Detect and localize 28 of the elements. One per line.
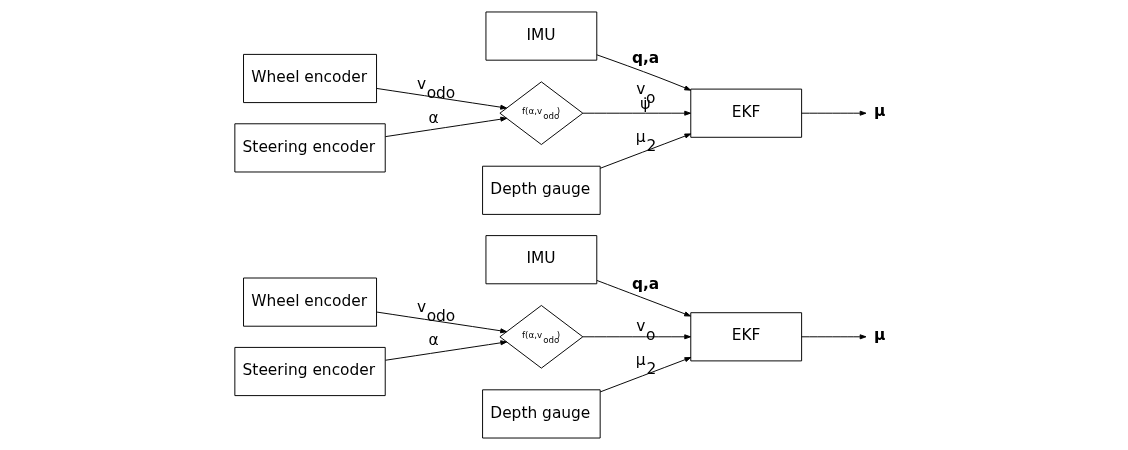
edge-label: q,a [631,48,659,67]
arrow [384,340,507,361]
node-box: EKF [689,312,802,362]
node-text: μ [873,325,885,344]
node-box: IMU [484,235,597,285]
node-box: EKF [689,88,802,138]
node-text: μ [873,101,885,120]
arrow [384,116,507,138]
edge-label: q,a [631,275,659,294]
edge-label: α [428,108,439,127]
arrow [581,334,691,340]
arrow [800,110,866,116]
node-box: Wheel encoder [242,53,377,104]
arrow [599,357,691,393]
node-box: Steering encoder [233,346,386,397]
arrow [596,279,691,317]
arrow [581,110,691,116]
arrow [595,54,691,91]
node-box: Depth gauge [481,165,601,215]
arrow [375,311,507,334]
arrow [800,334,866,340]
node-box: Wheel encoder [242,277,377,327]
node-box: Depth gauge [481,389,601,439]
node-box: IMU [484,11,597,61]
arrow [375,87,507,110]
arrow [599,133,691,169]
edge-label: α [428,331,439,350]
node-box: Steering encoder [233,123,386,173]
